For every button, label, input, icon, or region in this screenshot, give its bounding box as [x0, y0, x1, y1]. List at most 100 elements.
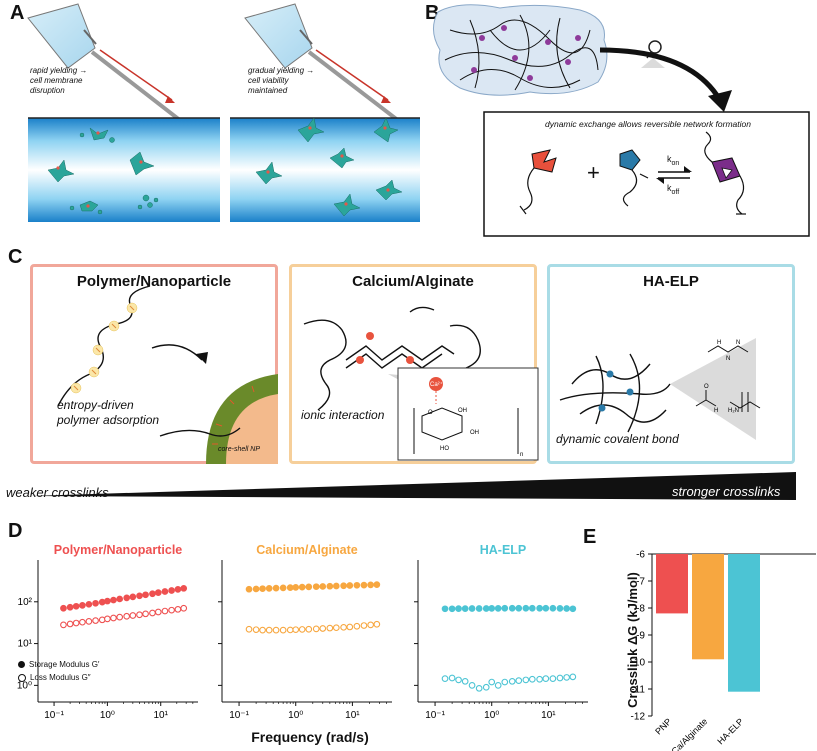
svg-text:H: H — [714, 408, 718, 414]
storage-modulus-point — [312, 583, 320, 591]
storage-modulus-point — [319, 583, 327, 590]
loss-modulus-point — [319, 625, 327, 632]
plot2-title: Calcium/Alginate — [256, 543, 358, 557]
loss-modulus-point — [292, 626, 300, 634]
storage-modulus-point — [279, 584, 287, 592]
e-y-tick-label: -12 — [631, 712, 646, 723]
storage-modulus-point — [85, 600, 93, 608]
loss-modulus-point — [79, 618, 86, 626]
svg-text:O: O — [704, 384, 709, 390]
storage-modulus-point — [448, 605, 456, 613]
storage-modulus-point — [116, 595, 124, 603]
loss-modulus-point — [142, 610, 149, 618]
panel-a-illustration — [27, 3, 420, 222]
e-bar — [728, 554, 760, 692]
loss-modulus-point — [259, 626, 266, 634]
panel-c-illustration: O OH HO OH n H N N O H H₂N — [57, 285, 761, 464]
box1-caption: entropy-driven polymer adsorption — [57, 398, 159, 428]
k-on-label: kon — [667, 154, 679, 167]
k-off-label: koff — [667, 183, 679, 196]
loss-modulus-point — [494, 682, 502, 689]
loss-modulus-point — [501, 678, 509, 686]
storage-modulus-point — [522, 604, 530, 612]
storage-modulus-point — [373, 581, 381, 589]
loss-modulus-point — [129, 612, 137, 619]
loss-modulus-point — [60, 621, 67, 629]
plus-sign: + — [587, 160, 600, 185]
purple-complex-motif — [704, 131, 746, 215]
storage-modulus-point — [515, 604, 523, 612]
e-category-label: HA-ELP — [715, 716, 745, 746]
e-y-tick-label: -11 — [631, 685, 645, 696]
storage-modulus-point — [332, 582, 340, 590]
storage-modulus-point — [367, 581, 375, 589]
storage-modulus-point — [556, 605, 564, 612]
x-tick-label: 10⁰ — [484, 710, 499, 721]
storage-modulus-point — [60, 604, 67, 612]
storage-modulus-point — [542, 604, 550, 612]
dynamic-exchange-caption: dynamic exchange allows reversible netwo… — [545, 119, 751, 129]
loss-modulus-point — [298, 626, 306, 633]
k-on-subscript: on — [671, 159, 680, 167]
storage-modulus-point — [482, 605, 490, 612]
loss-modulus-point — [340, 623, 347, 631]
storage-modulus-point — [501, 604, 509, 612]
loss-modulus-point — [245, 625, 253, 633]
storage-modulus-point — [180, 584, 188, 592]
storage-modulus-point — [161, 588, 169, 595]
legend-storage-label: Storage Modulus G′ — [29, 660, 100, 669]
loss-modulus-point — [373, 620, 381, 628]
k-on-symbol: k — [667, 154, 672, 164]
svg-text:OH: OH — [458, 408, 467, 414]
storage-modulus-point — [79, 602, 86, 609]
loss-modulus-point — [569, 673, 577, 681]
storage-modulus-point — [272, 584, 280, 592]
loss-modulus-point — [305, 625, 313, 633]
legend-storage: Storage Modulus G′ — [18, 660, 99, 669]
panel-b-illustration — [433, 4, 810, 237]
loss-modulus-point — [104, 615, 111, 623]
caption-gradual-yielding: gradual yielding → cell viability mainta… — [248, 66, 314, 96]
svg-text:N: N — [726, 356, 730, 362]
loss-modulus-point — [265, 626, 273, 634]
storage-modulus-point — [149, 590, 156, 598]
loss-modulus-point — [136, 611, 143, 619]
svg-text:OH: OH — [470, 430, 479, 436]
box3-caption: dynamic covalent bond — [556, 432, 679, 446]
storage-modulus-point — [92, 599, 99, 607]
storage-modulus-point — [508, 604, 516, 612]
x-tick-label: 10⁰ — [100, 710, 115, 721]
storage-modulus-point — [536, 604, 543, 612]
loss-modulus-point — [508, 677, 516, 685]
box2-caption: ionic interaction — [301, 408, 385, 422]
storage-modulus-point — [252, 585, 260, 593]
y-tick-label: 10¹ — [18, 639, 33, 650]
e-category-label: PNP — [653, 716, 673, 736]
caption-line: polymer adsorption — [57, 413, 160, 427]
storage-modulus-point — [259, 585, 266, 593]
svg-text:HO: HO — [440, 446, 449, 452]
e-y-tick-label: -9 — [636, 631, 645, 642]
e-y-tick-label: -10 — [631, 658, 646, 669]
plot3-title: HA-ELP — [479, 543, 527, 557]
box3-title: HA-ELP — [643, 273, 699, 290]
x-tick-label: 10¹ — [541, 710, 556, 721]
loss-modulus-point — [536, 675, 543, 683]
loss-modulus-point — [563, 674, 571, 681]
equilibrium-arrows-icon — [656, 166, 692, 184]
storage-modulus-point — [528, 604, 536, 612]
storage-modulus-point — [353, 581, 361, 589]
loss-modulus-point — [528, 675, 536, 683]
loss-modulus-point — [441, 675, 449, 682]
storage-modulus-point — [110, 596, 117, 604]
plot1-title: Polymer/Nanoparticle — [53, 543, 183, 557]
storage-modulus-point — [346, 582, 354, 589]
storage-modulus-point — [265, 585, 273, 592]
storage-modulus-point — [326, 582, 334, 590]
box-calcium-alginate — [289, 264, 537, 464]
loss-modulus-point — [482, 683, 490, 691]
e-y-tick-label: -8 — [636, 604, 645, 615]
caption-rapid-yielding: rapid yielding → cell membrane disruptio… — [30, 66, 87, 96]
storage-modulus-point — [360, 581, 368, 589]
